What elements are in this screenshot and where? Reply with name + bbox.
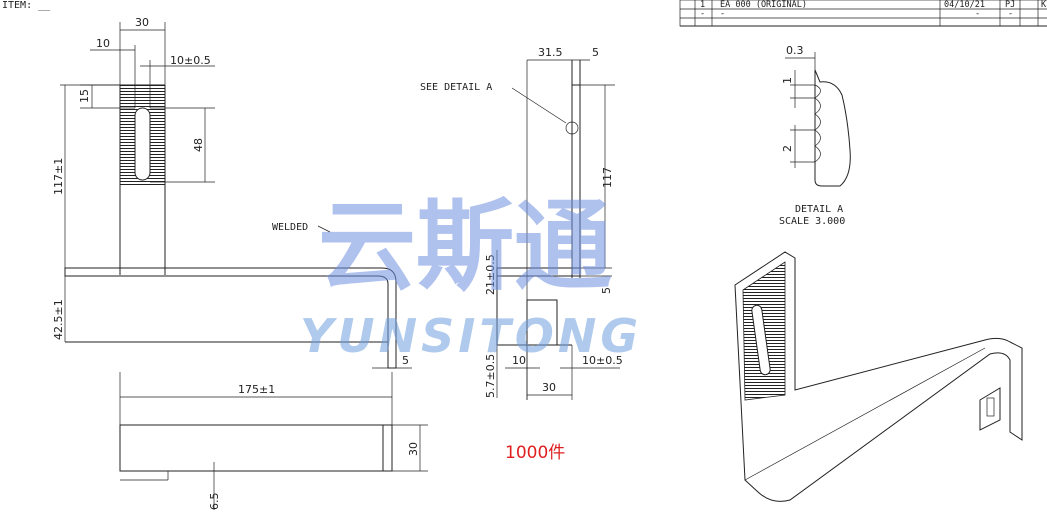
dim-hole-height: 5.7±0.5 (484, 354, 497, 398)
dim-slot-length: 48 (192, 138, 205, 152)
front-view: 30 10 10±0.5 15 48 117±1 42.5±1 5 WELDED (52, 16, 412, 369)
watermark-latin: YUNSITONG (300, 309, 642, 363)
dim-left-offset: 10 (96, 37, 110, 50)
dim-hole-tol: 10±0.5 (582, 354, 623, 367)
revision-table: 1 EA 000 (ORIGINAL) 04/10/21 PJ K - - - … (679, 0, 1047, 27)
dim-bottom-offset: 6.5 (208, 493, 221, 511)
side-view: 31.5 5 117 SEE DETAIL A 21±0.5 5 5.7±0.5… (420, 46, 623, 400)
detail-view: 0.3 1 2 DETAIL A SCALE 3.000 (779, 44, 851, 227)
detail-circle (565, 121, 579, 135)
note-welded: WELDED (272, 222, 308, 233)
bottom-view: 175±1 30 6.5 (119, 372, 428, 511)
rev-description: EA 000 (ORIGINAL) (720, 0, 807, 10)
dim-base-height: 42.5±1 (52, 299, 65, 340)
dim-thickness: 5 (402, 354, 409, 367)
dim-detail-top: 0.3 (786, 44, 804, 57)
note-see-detail: SEE DETAIL A (420, 82, 492, 93)
dim-pitch-2: 2 (781, 145, 794, 152)
rev-number: - (700, 9, 705, 19)
quantity-note: 1000件 (505, 443, 565, 463)
dim-overall-height: 117±1 (52, 158, 65, 195)
rev-number: 1 (700, 0, 705, 10)
item-label: ITEM: __ (2, 0, 51, 11)
dim-bottom-length: 175±1 (238, 383, 275, 396)
slot (134, 107, 151, 181)
watermark-chinese: 云斯通 (318, 190, 612, 304)
detail-scale: SCALE 3.000 (779, 216, 845, 227)
rev-description: - (720, 9, 725, 19)
dim-top-width: 30 (135, 16, 149, 29)
dim-lower: 21±0.5 (484, 254, 497, 295)
dim-lower-plate: 5 (600, 287, 613, 294)
dim-pitch-1: 1 (781, 77, 794, 84)
dim-slot-width: 10±0.5 (170, 54, 211, 67)
dim-depth: 31.5 (538, 46, 563, 59)
rev-by: - (1008, 9, 1013, 19)
dim-top-gap: 15 (78, 89, 91, 103)
detail-title: DETAIL A (795, 204, 843, 215)
rev-by: PJ (1005, 0, 1015, 10)
rev-extra: K (1041, 0, 1047, 10)
isometric-view (734, 251, 1023, 502)
dim-bottom-width: 30 (542, 381, 556, 394)
rev-date: - (975, 9, 980, 19)
dim-plate: 5 (592, 46, 599, 59)
dim-hole-width: 10 (512, 354, 526, 367)
dim-bottom-height: 30 (407, 442, 420, 456)
rev-date: 04/10/21 (944, 0, 985, 10)
dim-height: 117 (601, 167, 614, 188)
